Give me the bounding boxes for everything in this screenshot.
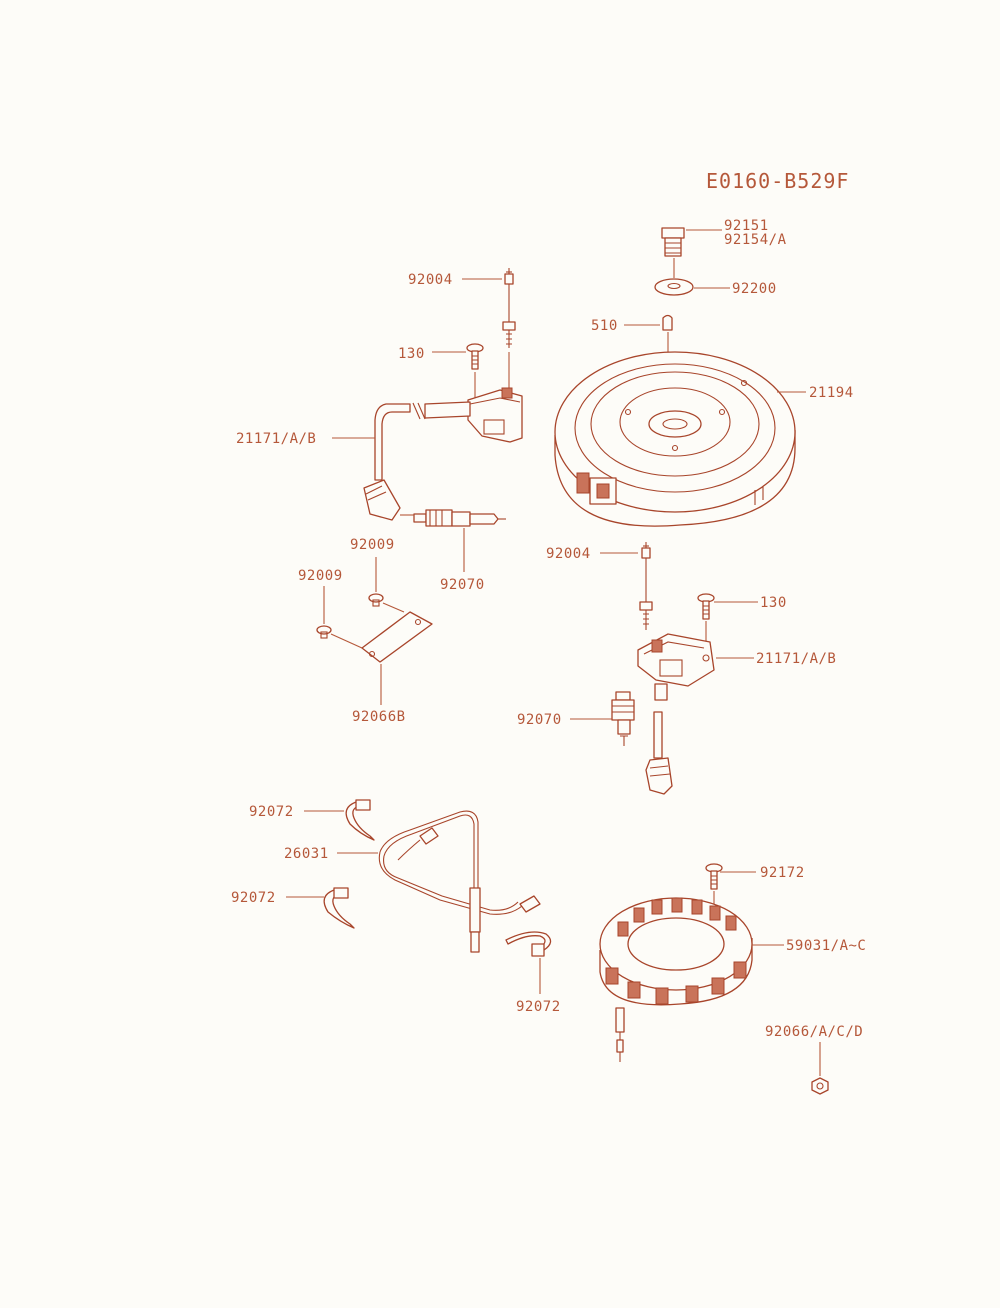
label-clamp-3: 92072 [516, 999, 561, 1015]
ignition-coil-right[interactable] [637, 633, 715, 795]
label-harness: 26031 [284, 846, 329, 862]
label-stator: 59031/A~C [786, 938, 866, 954]
spark-plug-right[interactable] [611, 691, 635, 746]
label-bolt-flywheel-2: 92154/A [724, 232, 787, 248]
flywheel-bolt[interactable] [661, 227, 685, 257]
flywheel-washer[interactable] [654, 278, 694, 296]
label-clamp-1: 92072 [249, 804, 294, 820]
stud-top[interactable] [502, 268, 516, 348]
label-washer-flywheel: 92200 [732, 281, 777, 297]
flywheel[interactable] [554, 351, 796, 527]
label-screw-stator: 92172 [760, 865, 805, 881]
label-key: 510 [591, 318, 618, 334]
spark-plug-top[interactable] [413, 509, 506, 527]
label-stud-right: 92004 [546, 546, 591, 562]
label-coil-top: 21171/A/B [236, 431, 316, 447]
label-stud-top: 92004 [408, 272, 453, 288]
screw-plate-2[interactable] [316, 625, 332, 639]
label-coil-right: 21171/A/B [756, 651, 836, 667]
label-screw-right: 130 [760, 595, 787, 611]
flywheel-key[interactable] [662, 314, 673, 331]
screw-right[interactable] [697, 593, 715, 620]
ignition-coil-top[interactable] [363, 387, 523, 521]
label-plate: 92066B [352, 709, 406, 725]
clamp-2[interactable] [323, 887, 355, 929]
clamp-1[interactable] [345, 799, 375, 841]
label-bolt-flywheel-1: 92151 [724, 218, 769, 234]
wiring-harness[interactable] [378, 810, 541, 953]
label-nut: 92066/A/C/D [765, 1024, 863, 1040]
label-plug-top: 92070 [440, 577, 485, 593]
plate[interactable] [361, 611, 433, 663]
screw-stator[interactable] [705, 863, 723, 890]
stud-right[interactable] [639, 542, 653, 630]
stator[interactable] [599, 897, 753, 1062]
diagram-code: E0160-B529F [706, 169, 849, 193]
nut[interactable] [811, 1077, 829, 1095]
screw-top[interactable] [466, 343, 484, 370]
clamp-3[interactable] [505, 931, 552, 957]
label-screw-top: 130 [398, 346, 425, 362]
label-plug-right: 92070 [517, 712, 562, 728]
label-flywheel: 21194 [809, 385, 854, 401]
label-screw-plate-1: 92009 [350, 537, 395, 553]
screw-plate-1[interactable] [368, 593, 384, 607]
label-clamp-2: 92072 [231, 890, 276, 906]
label-screw-plate-2: 92009 [298, 568, 343, 584]
